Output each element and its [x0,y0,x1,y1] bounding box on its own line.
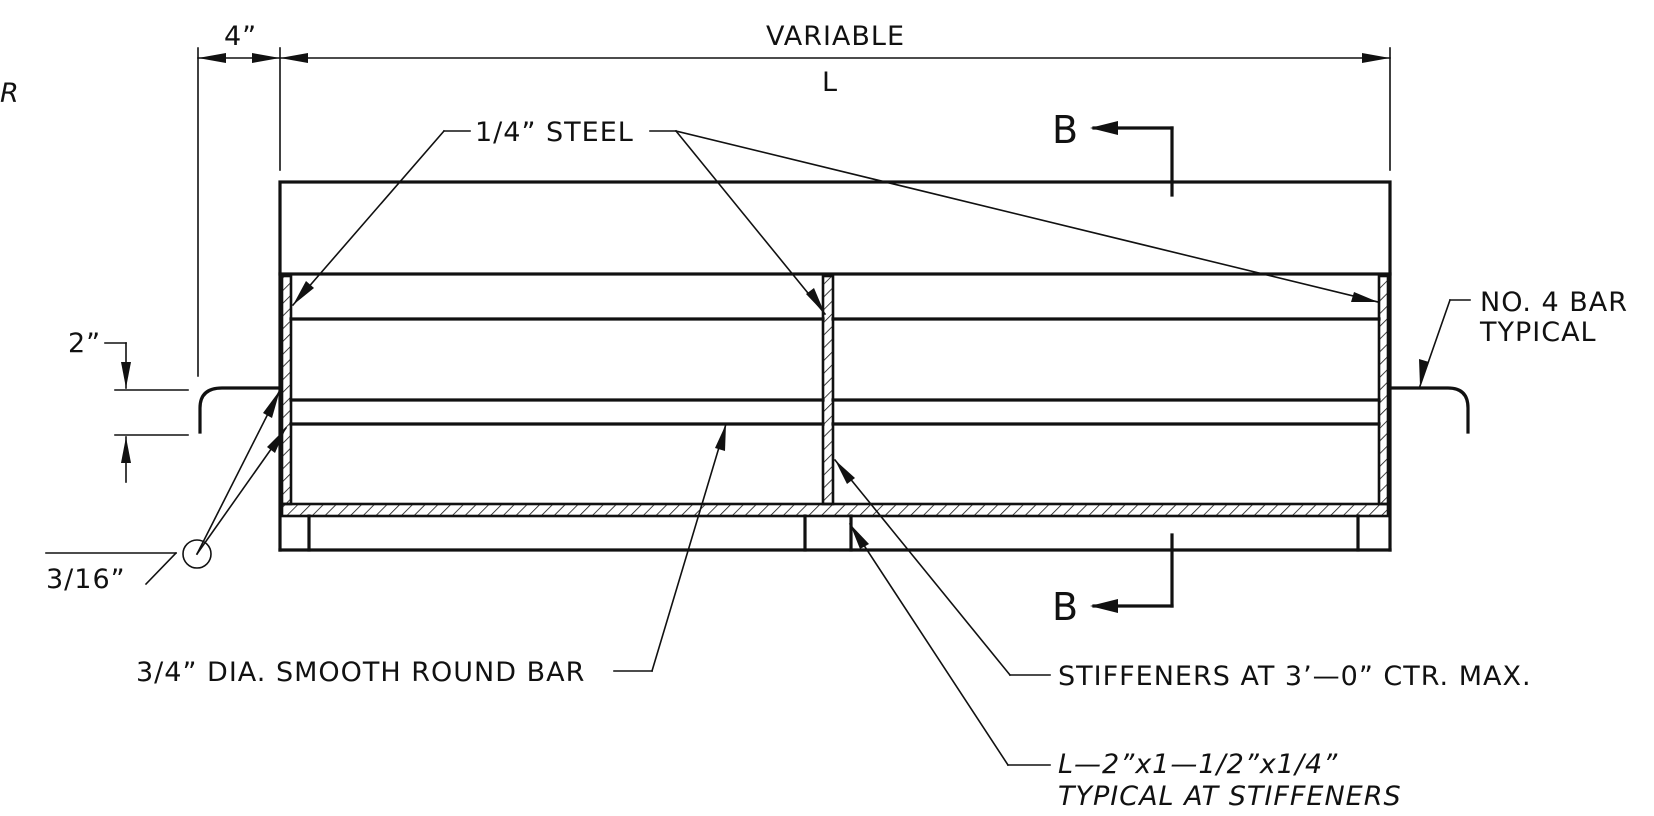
no4-bar-hooks [198,386,1470,434]
edge-cut-text: R [0,78,20,109]
leader-stiffeners [833,458,1051,677]
leader-no4-bar [1418,298,1471,388]
leader-angle [848,522,1051,767]
angle-typical-label: TYPICAL AT STIFFENERS [1058,781,1402,812]
dim-l-label: L [822,67,838,98]
steel-label: 1/4” STEEL [475,117,634,148]
dimension-top [197,47,1391,377]
section-b-top-label: B [1052,108,1078,152]
section-marker-bottom [1090,533,1174,613]
leader-steel [291,129,1379,316]
section-marker-top [1090,121,1174,197]
frame-outline [278,180,1392,552]
no4-bar-label: NO. 4 BAR [1480,287,1628,318]
dim-4in-label: 4” [224,21,257,52]
dim-2in-label: 2” [68,328,101,359]
stiffeners-label: STIFFENERS AT 3’—0” CTR. MAX. [1058,661,1532,692]
leader-round-bar [613,423,727,672]
section-b-bottom-label: B [1052,585,1078,629]
no4-bar-typical-label: TYPICAL [1479,317,1597,348]
angle-size-label: L—2”x1—1/2”x1/4” [1058,749,1338,780]
round-bar-label: 3/4” DIA. SMOOTH ROUND BAR [136,657,585,688]
steel-plates-hatched [280,274,1390,518]
internal-bars [289,317,1381,426]
dimension-2in [104,342,189,483]
angle-stiffeners [307,514,1360,552]
weld-symbol [45,388,288,586]
dim-variable-label: VARIABLE [766,21,905,52]
weld-size-label: 3/16” [46,564,126,595]
